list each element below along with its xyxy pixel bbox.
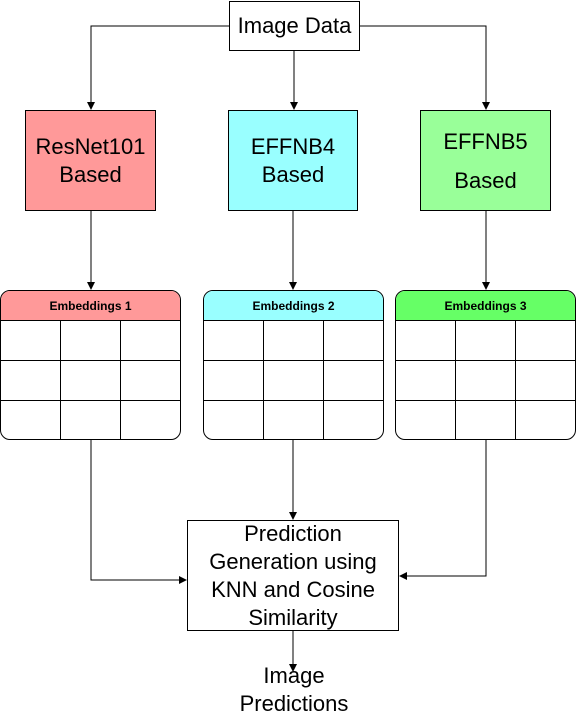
arrow-emb1-to-predict [90,440,187,584]
resnet101-label: ResNet101 Based [35,133,146,187]
effnb5-model-box: EFFNB5 Based [420,110,551,211]
embeddings-1-header: Embeddings 1 [1,291,180,321]
embeddings-1-table: Embeddings 1 [0,290,181,440]
embeddings-2-grid [204,321,383,439]
effnb4-label: EFFNB4 Based [250,133,336,187]
effnb5-label: EFFNB5 Based [443,128,528,193]
embeddings-2-header: Embeddings 2 [204,291,383,321]
image-predictions-label: Image Predictions [239,663,349,716]
effnb4-model-box: EFFNB4 Based [228,110,358,211]
prediction-generation-label: Prediction Generation using KNN and Cosi… [209,520,377,630]
resnet101-model-box: ResNet101 Based [25,110,156,211]
prediction-generation-box: Prediction Generation using KNN and Cosi… [187,520,399,631]
embeddings-2-table: Embeddings 2 [203,290,384,440]
embeddings-1-grid [1,321,180,439]
embeddings-3-grid [396,321,575,439]
image-data-box: Image Data [229,1,360,51]
arrow-emb3-to-predict [399,440,487,580]
arrow-source-to-effnb5 [360,25,490,110]
arrow-source-to-resnet [87,25,229,110]
embeddings-3-table: Embeddings 3 [395,290,576,440]
embeddings-3-header: Embeddings 3 [396,291,575,321]
image-data-label: Image Data [237,13,352,38]
